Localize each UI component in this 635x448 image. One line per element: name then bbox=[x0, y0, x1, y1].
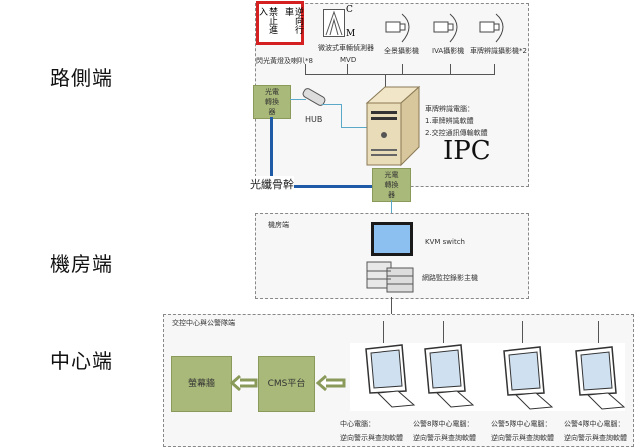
sign-text-right: 逆向行車 bbox=[283, 7, 303, 34]
camera-icon bbox=[384, 12, 414, 48]
zone-roadside: 路側端 bbox=[50, 66, 113, 90]
cms-platform-box: CMS平台 bbox=[258, 356, 315, 412]
arrow-left-icon bbox=[229, 374, 258, 396]
ipc-desc-line: 車牌辨識電腦： bbox=[425, 105, 474, 113]
monitor-icon bbox=[421, 343, 476, 413]
zone-center: 中心端 bbox=[50, 349, 113, 373]
computer-desc: 逆向警示與查詢軟體 bbox=[564, 434, 627, 442]
computer-label: 公警8隊中心電腦： 逆向警示與查詢軟體 bbox=[413, 417, 476, 445]
computer-name: 公警4隊中心電腦： bbox=[564, 420, 625, 428]
ipc-tower-icon bbox=[365, 85, 421, 171]
computer-label: 公警4隊中心電腦： 逆向警示與查詢軟體 bbox=[564, 417, 627, 445]
video-wall-label: 螢幕牆 bbox=[187, 379, 215, 389]
computer-desc: 逆向警示與查詢軟體 bbox=[491, 434, 554, 442]
camera-label: IVA攝影機 bbox=[432, 47, 465, 55]
converter-backbone: 光電轉換器 bbox=[372, 168, 411, 202]
camera-icon bbox=[432, 12, 462, 48]
computer-desc: 逆向警示與查詢軟體 bbox=[340, 434, 403, 442]
mvd-m-mark: M bbox=[346, 29, 356, 39]
mvd-c-mark: C bbox=[346, 5, 353, 15]
converter-label: 光電轉換器 bbox=[265, 88, 279, 116]
computer-desc: 逆向警示與查詢軟體 bbox=[413, 434, 476, 442]
mvd-abbr: MVD bbox=[340, 56, 357, 64]
sign-label: 閃光黃燈及喇叭*8 bbox=[256, 57, 313, 65]
kvm-label: KVM switch bbox=[425, 238, 465, 246]
converter-roadside: 光電轉換器 bbox=[253, 85, 291, 119]
mvd-label: 微波式車輛偵測器 bbox=[318, 44, 374, 52]
ipc-desc-line: 1.車牌辨識軟體 bbox=[425, 117, 474, 125]
cms-label: CMS平台 bbox=[267, 379, 306, 389]
mvd-icon bbox=[323, 9, 345, 37]
machine-room-title: 機房端 bbox=[268, 221, 289, 229]
kvm-monitor-icon bbox=[371, 222, 413, 256]
fiber-backbone-label: 光纖骨幹 bbox=[250, 176, 294, 192]
computer-label: 中心電腦： 逆向警示與查詢軟體 bbox=[340, 417, 403, 445]
zone-machine-room: 機房端 bbox=[50, 252, 113, 276]
monitor-icon bbox=[572, 345, 627, 415]
nvr-server-icon bbox=[365, 258, 417, 298]
center-title: 交控中心與公警隊端 bbox=[172, 319, 235, 327]
arrow-left-icon bbox=[315, 374, 346, 396]
ipc-description: 車牌辨識電腦： 1.車牌辨識軟體 2.交控通訊傳輸軟體 bbox=[425, 103, 488, 139]
video-wall-box: 螢幕牆 bbox=[171, 356, 232, 412]
computer-label: 公警5隊中心電腦： 逆向警示與查詢軟體 bbox=[491, 417, 554, 445]
no-entry-sign: 禁止進入 逆向行車 bbox=[256, 1, 304, 45]
sign-text-left: 禁止進入 bbox=[257, 7, 277, 34]
computer-name: 公警5隊中心電腦： bbox=[491, 420, 552, 428]
hub-label: HUB bbox=[305, 115, 323, 124]
monitor-icon bbox=[362, 343, 417, 413]
monitor-icon bbox=[500, 345, 555, 415]
ipc-desc-line: 2.交控通訊傳輸軟體 bbox=[425, 129, 488, 137]
camera-label: 車牌辨識攝影機*2 bbox=[470, 47, 527, 55]
computer-name: 中心電腦： bbox=[340, 420, 375, 428]
converter-label: 光電轉換器 bbox=[384, 171, 399, 199]
computer-name: 公警8隊中心電腦： bbox=[413, 420, 474, 428]
camera-label: 全景攝影機 bbox=[384, 47, 419, 55]
camera-icon bbox=[478, 12, 508, 48]
ipc-label: IPC bbox=[443, 136, 491, 166]
nvr-label: 網路監控錄影主機 bbox=[422, 274, 478, 282]
